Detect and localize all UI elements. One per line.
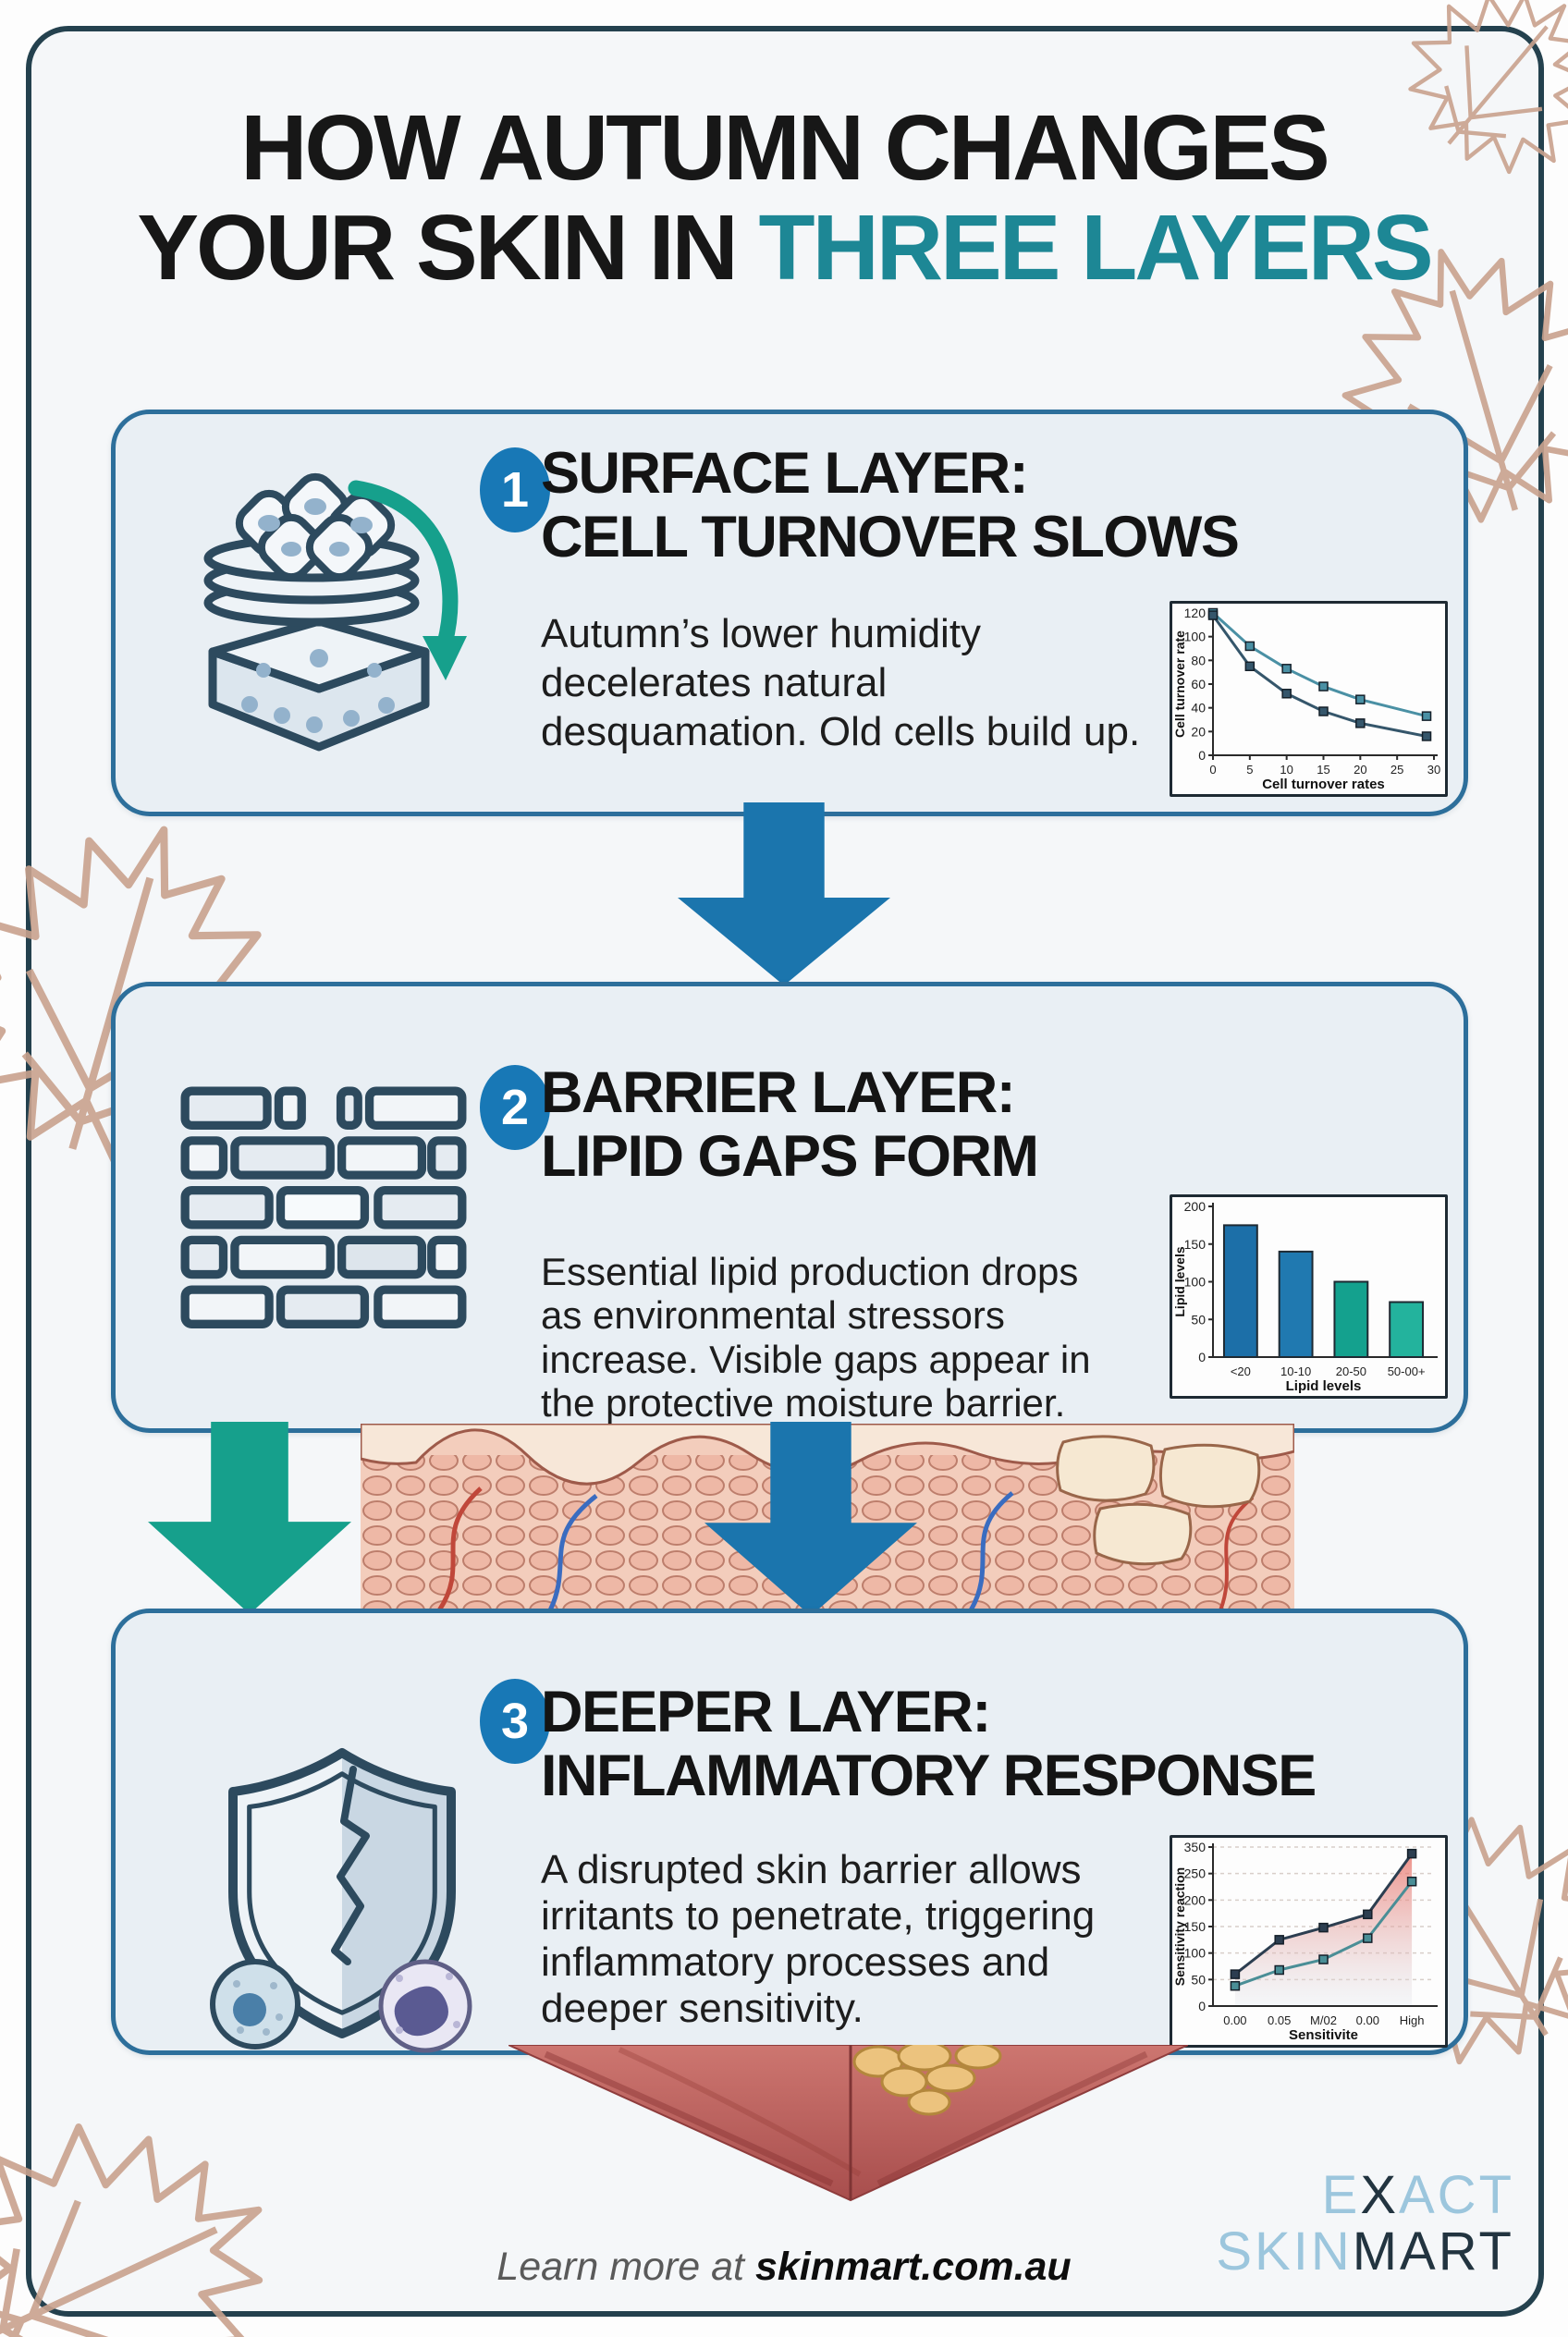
svg-text:200: 200 [1184, 1892, 1207, 1907]
svg-text:0.00: 0.00 [1356, 2013, 1379, 2027]
svg-text:100: 100 [1184, 630, 1207, 644]
section-number: 3 [500, 1694, 530, 1749]
svg-text:Lipid levels: Lipid levels [1286, 1378, 1362, 1394]
svg-text:150: 150 [1184, 1919, 1207, 1934]
section-number: 2 [500, 1080, 530, 1135]
title-line-2: YOUR SKIN IN THREE LAYERS [137, 196, 1434, 300]
title-line-1: HOW AUTUMN CHANGES [240, 96, 1330, 200]
svg-text:350: 350 [1184, 1840, 1207, 1854]
svg-text:M/02: M/02 [1310, 2013, 1337, 2027]
svg-text:Sensitivity reaction: Sensitivity reaction [1172, 1867, 1187, 1986]
svg-text:0: 0 [1198, 748, 1206, 763]
footer-domain: skinmart.com.au [754, 2245, 1072, 2289]
svg-text:15: 15 [1317, 763, 1329, 777]
skin-cell-stack-icon [162, 462, 476, 767]
svg-text:120: 120 [1184, 606, 1207, 620]
svg-text:0: 0 [1209, 763, 1216, 777]
svg-text:20: 20 [1354, 763, 1366, 777]
svg-text:50: 50 [1191, 1312, 1206, 1327]
svg-text:50-00+: 50-00+ [1388, 1364, 1426, 1378]
exact-skinmart-logo: EXACT SKINMART [1216, 2165, 1514, 2282]
skin-wedge-illustration [508, 2044, 1189, 2202]
lipid-levels-chart: 0 50 100 150 200 <20 10-10 20-50 50-00+ Lipid lev… [1170, 1194, 1448, 1399]
section-number-badge: 1 [480, 447, 550, 532]
svg-text:20-50: 20-50 [1336, 1364, 1366, 1378]
svg-text:25: 25 [1390, 763, 1403, 777]
footer-link-text: Learn more at skinmart.com.au [496, 2245, 1072, 2289]
section-body: Autumn’s lower humidity decelerates natu… [541, 611, 1141, 754]
title-highlight: THREE LAYERS [758, 196, 1434, 300]
svg-text:Sensitivite: Sensitivite [1289, 2027, 1358, 2043]
svg-text:100: 100 [1184, 1946, 1207, 1961]
brick-wall-icon [180, 1086, 467, 1328]
svg-text:5: 5 [1246, 763, 1253, 777]
section-body: Essential lipid production drops as envi… [541, 1250, 1091, 1425]
svg-text:30: 30 [1427, 763, 1440, 777]
svg-text:80: 80 [1191, 653, 1206, 667]
section-number: 1 [500, 462, 530, 518]
section-heading: BARRIER LAYER: LIPID GAPS FORM [541, 1060, 1039, 1190]
page-title: HOW AUTUMN CHANGES YOUR SKIN IN THREE LA… [0, 98, 1568, 298]
section-number-badge: 2 [480, 1065, 550, 1150]
svg-text:Lipid levels: Lipid levels [1172, 1246, 1187, 1316]
cracked-shield-icon [194, 1736, 490, 2055]
svg-text:0: 0 [1198, 1999, 1206, 2013]
svg-text:250: 250 [1184, 1866, 1207, 1881]
svg-text:40: 40 [1191, 701, 1206, 716]
section-heading: DEEPER LAYER: INFLAMMATORY RESPONSE [541, 1680, 1317, 1809]
curved-arrow-icon [348, 480, 459, 652]
svg-text:High: High [1400, 2013, 1425, 2027]
svg-text:10-10: 10-10 [1280, 1364, 1311, 1378]
logo-line-2: SKINMART [1216, 2221, 1514, 2282]
svg-text:0: 0 [1198, 1350, 1206, 1364]
svg-text:50: 50 [1191, 1972, 1206, 1987]
section-number-badge: 3 [480, 1679, 550, 1764]
svg-text:100: 100 [1184, 1275, 1207, 1290]
section-heading: SURFACE LAYER: CELL TURNOVER SLOWS [541, 441, 1240, 570]
svg-text:60: 60 [1191, 677, 1206, 691]
section-body: A disrupted skin barrier allows irritant… [541, 1847, 1096, 2032]
svg-text:Cell turnover rates: Cell turnover rates [1262, 777, 1385, 792]
svg-text:0.00: 0.00 [1223, 2013, 1246, 2027]
logo-line-1: EXACT [1321, 2165, 1514, 2225]
svg-text:20: 20 [1191, 724, 1206, 739]
svg-text:<20: <20 [1231, 1364, 1251, 1378]
svg-text:0.05: 0.05 [1268, 2013, 1291, 2027]
svg-text:150: 150 [1184, 1237, 1207, 1252]
svg-text:Cell turnover rate: Cell turnover rate [1172, 630, 1187, 738]
svg-text:200: 200 [1184, 1199, 1207, 1214]
svg-text:10: 10 [1280, 763, 1292, 777]
